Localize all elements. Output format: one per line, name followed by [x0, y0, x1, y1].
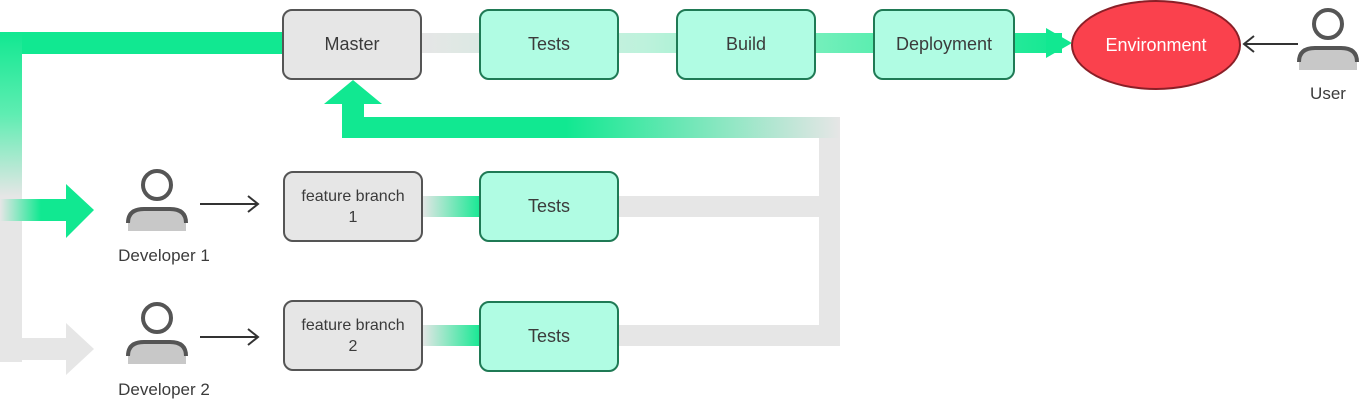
flow-left-vertical: [0, 32, 22, 362]
arrow-right-icon: [200, 195, 260, 213]
flow-pipeline-head: [1046, 28, 1072, 58]
flow-to-dev2: [0, 338, 68, 360]
feature-branch-2-box: feature branch 2: [283, 300, 423, 371]
flow-return-head: [324, 80, 382, 104]
build-box: Build: [676, 9, 816, 80]
environment-label: Environment: [1105, 34, 1207, 55]
master-box: Master: [282, 9, 422, 80]
environment-ellipse: Environment: [1071, 0, 1241, 90]
deployment-box: Deployment: [873, 9, 1015, 80]
feature-branch-1-box: feature branch 1: [283, 171, 423, 242]
deployment-label: Deployment: [895, 34, 993, 54]
flow-right-vertical: [819, 117, 840, 346]
feature-branch-1-line1: feature branch: [301, 187, 405, 205]
feature-branch-1-line2: 1: [348, 208, 358, 226]
person-icon: [126, 169, 188, 231]
dev2-tests-box: Tests: [479, 301, 619, 372]
tests-label: Tests: [527, 34, 570, 54]
flow-return-up: [342, 104, 364, 138]
flow-return-horizontal: [342, 117, 840, 138]
arrow-left-icon: [1242, 35, 1298, 53]
feature-branch-2-line2: 2: [348, 337, 358, 355]
flow-to-dev2-head: [66, 323, 94, 375]
developer-2-label: Developer 2: [118, 380, 210, 399]
flow-branch2-tests: [422, 325, 482, 346]
feature-branch-2-line1: feature branch: [301, 316, 405, 334]
flow-dev1-tests-out: [618, 196, 840, 217]
build-label: Build: [725, 34, 767, 54]
flow-to-dev1: [0, 199, 68, 221]
tests-box: Tests: [479, 9, 619, 80]
person-icon: [126, 302, 188, 364]
flow-to-dev1-head: [66, 184, 94, 238]
arrow-right-icon: [200, 328, 260, 346]
dev1-tests-label: Tests: [527, 196, 570, 216]
developer-1-label: Developer 1: [118, 246, 210, 265]
user-label: User: [1310, 84, 1346, 103]
dev1-tests-box: Tests: [479, 171, 619, 242]
master-label: Master: [324, 34, 380, 54]
flow-top-entry: [0, 32, 283, 54]
flow-dev2-tests-out: [618, 325, 840, 346]
dev2-tests-label: Tests: [527, 326, 570, 346]
person-icon: [1297, 8, 1359, 70]
flow-branch1-tests: [422, 196, 482, 217]
